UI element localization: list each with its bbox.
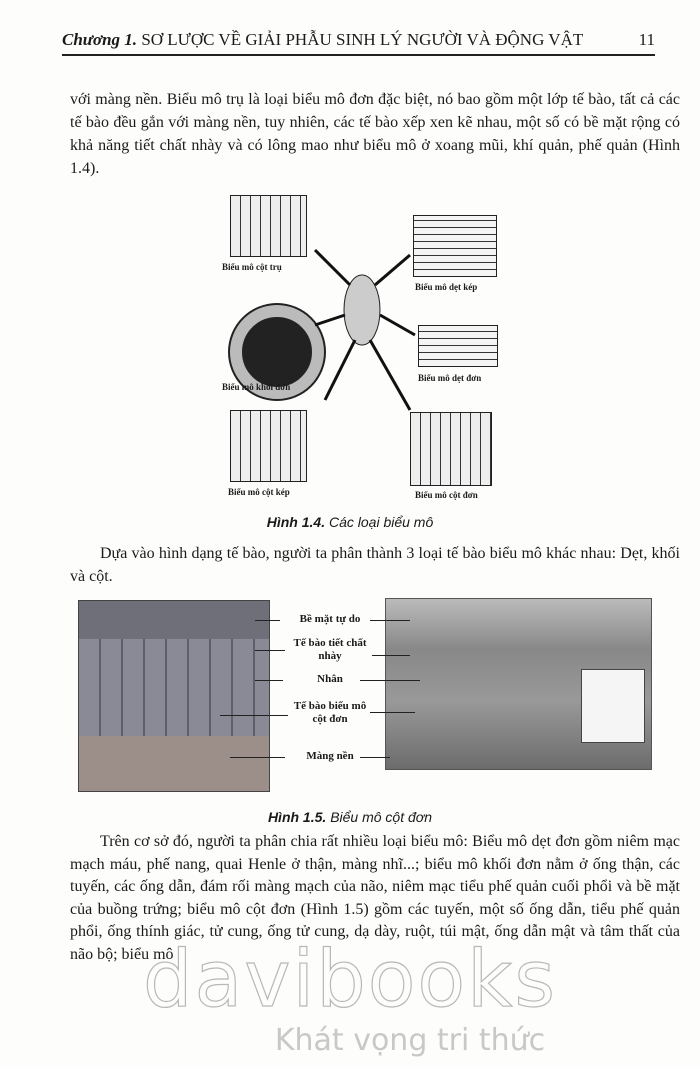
caption-text: Biểu mô cột đơn (330, 809, 433, 825)
illustration-ring (230, 305, 324, 399)
watermark-brand: davibooks (142, 934, 557, 1025)
figure-label: Nhân (317, 673, 343, 685)
paragraph: Dựa vào hình dạng tế bào, người ta phân … (70, 545, 680, 585)
watermark-slogan: Khát vọng tri thức (274, 1023, 546, 1058)
figure-label: Biểu mô cột trụ (222, 262, 282, 272)
illustration-tile (413, 215, 497, 277)
caption-text: Các loại biểu mô (328, 514, 434, 530)
caption-number: Hình 1.5. (267, 809, 327, 825)
running-header: Chương 1. SƠ LƯỢC VỀ GIẢI PHẪU SINH LÝ N… (62, 30, 655, 56)
figure-label: Biểu mô cột đơn (415, 490, 478, 500)
illustration-tile (230, 195, 307, 257)
figure-caption: Hình 1.5. Biểu mô cột đơn (0, 809, 700, 825)
micrograph (385, 598, 652, 770)
figure-label: Tế bào biểu mô cột đơn (293, 700, 367, 725)
organ-inset (581, 669, 645, 743)
chapter-title: SƠ LƯỢC VỀ GIẢI PHẪU SINH LÝ NGƯỜI VÀ ĐỘ… (141, 30, 584, 49)
illustration-tile (230, 410, 307, 482)
cell-block-illustration (78, 600, 270, 792)
illustration-tile (410, 412, 492, 486)
figure-label: Biểu mô cột kép (228, 487, 290, 497)
paragraph: Trên cơ sở đó, người ta phân chia rất nh… (70, 833, 680, 963)
illustration-tile (418, 325, 498, 367)
figure-caption: Hình 1.4. Các loại biểu mô (0, 514, 700, 530)
page-number: 11 (638, 30, 655, 49)
figure-label: Biểu mô dẹt đơn (418, 373, 482, 383)
figure-label: Bề mặt tự do (299, 613, 361, 625)
caption-number: Hình 1.4. (266, 514, 326, 530)
figure-label: Tế bào tiết chất nhày (293, 637, 367, 662)
arrows-diagram (313, 248, 416, 411)
figure-label: Màng nền (306, 750, 354, 762)
figure-label: Biểu mô dẹt kép (415, 282, 478, 292)
figure-label: Biểu mô khối đơn (222, 382, 291, 392)
chapter-label: Chương 1. (62, 30, 138, 49)
paragraph: với màng nền. Biểu mô trụ là loại biểu m… (70, 91, 680, 177)
